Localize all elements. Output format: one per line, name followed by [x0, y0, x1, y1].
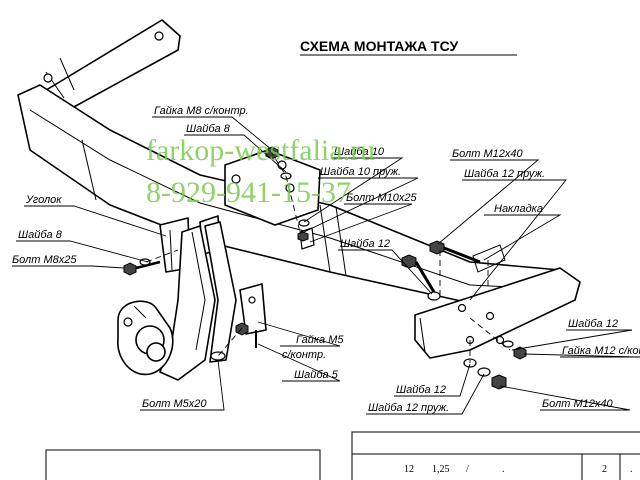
label-washer-10-spring: Шайба 10 пруж.	[320, 166, 401, 178]
right-mounting-plate	[414, 244, 581, 359]
tow-ball	[117, 300, 174, 376]
label-washer-12-spring-bottom: Шайба 12 пруж.	[368, 402, 449, 414]
stamp-cell-d: .	[502, 464, 505, 475]
title-block: 12 1,25 / . 2 .	[45, 431, 640, 480]
label-bolt-m8x25: Болт М8х25	[12, 254, 77, 266]
tow-bar-arm	[159, 221, 267, 381]
stamp-frame	[351, 431, 640, 480]
label-washer-12-bottom: Шайба 12	[396, 384, 446, 396]
label-nut-m12: Гайка М12 с/контр.	[562, 345, 640, 357]
label-bolt-m10x25: Болт М10х25	[346, 192, 417, 204]
label-bracket-plate: Накладка	[494, 203, 543, 215]
label-bolt-m12x40-top: Болт М12х40	[452, 148, 523, 160]
bolt-m12-head-icon	[429, 240, 445, 255]
label-nut-m5-line1: Гайка М5	[296, 334, 344, 346]
notes-frame	[45, 449, 321, 480]
stamp-cell-a: 12	[404, 464, 414, 475]
hardware-items	[123, 146, 527, 390]
stamp-cell-c: /	[466, 464, 469, 475]
alignment-lines	[145, 149, 489, 363]
leader-lines	[12, 116, 640, 415]
watermark-site: farkop-westfalia.ru	[146, 134, 375, 167]
watermark-phone: 8-929-941-15-37	[146, 176, 351, 209]
label-washer-5: Шайба 5	[294, 369, 339, 381]
center-mount-plate	[224, 149, 321, 250]
watermark: farkop-westfalia.ru 8-929-941-15-37	[146, 134, 375, 209]
diagram-title: СХЕМА МОНТАЖА ТСУ	[300, 38, 458, 54]
label-bolt-m5x20: Болт М5х20	[142, 398, 207, 410]
label-bolt-m12x40-bottom: Болт М12х40	[542, 398, 613, 410]
stamp-cell-b: 1,25	[432, 464, 450, 475]
label-washer-8-top: Шайба 8	[186, 123, 231, 135]
label-washer-12-right: Шайба 12	[568, 318, 618, 330]
label-washer-12-spring-top: Шайба 12 пруж.	[464, 168, 545, 180]
label-nut-m8: Гайка М8 с/контр.	[154, 105, 249, 117]
stamp-cell-e: 2	[602, 464, 607, 475]
label-washer-8-left: Шайба 8	[18, 229, 63, 241]
label-washer-12-mid: Шайба 12	[340, 238, 390, 250]
stamp-cell-f: .	[630, 464, 633, 475]
label-corner: Уголок	[25, 194, 62, 206]
part-labels: Гайка М8 с/контр. Шайба 8 Шайба 10 Шайба…	[12, 105, 640, 414]
label-nut-m5-line2: с/контр.	[282, 349, 326, 361]
label-washer-10: Шайба 10	[334, 146, 385, 158]
